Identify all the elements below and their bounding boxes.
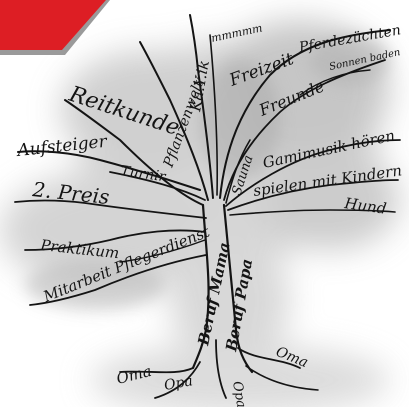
corner-banner (0, 0, 110, 55)
